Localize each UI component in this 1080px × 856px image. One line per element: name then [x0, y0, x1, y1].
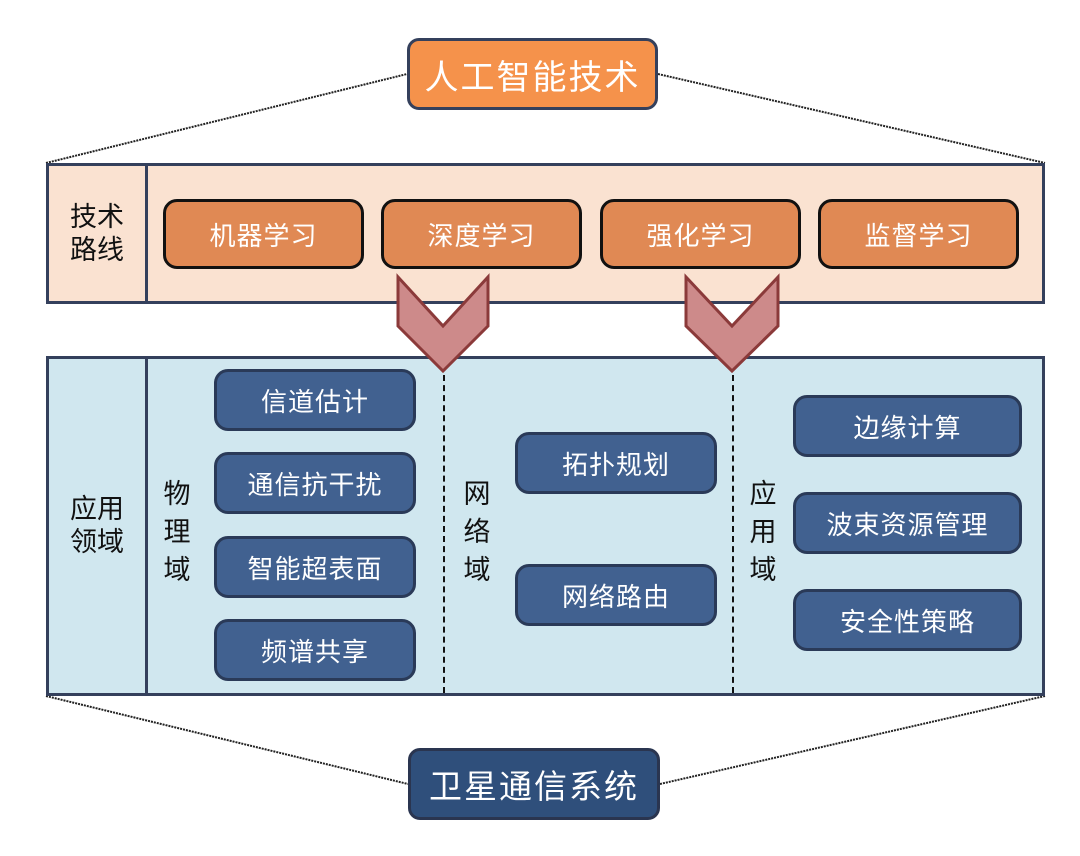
- label-char: 络: [463, 517, 491, 548]
- tech-item-reinforcement-learning[interactable]: 强化学习: [600, 199, 801, 269]
- item-edge-computing[interactable]: 边缘计算: [793, 395, 1022, 457]
- ai-technology-box[interactable]: 人工智能技术: [407, 38, 658, 110]
- physical-domain-label: 物 理 域: [162, 476, 192, 590]
- bottom-left-connector: [45, 695, 409, 785]
- label-char: 网: [463, 479, 491, 510]
- label-char: 理: [163, 517, 191, 548]
- item-label: 信道估计: [260, 387, 369, 418]
- top-left-connector: [45, 73, 408, 164]
- item-anti-jamming[interactable]: 通信抗干扰: [214, 452, 416, 514]
- item-label: 拓扑规划: [561, 450, 670, 481]
- label-char: 域: [749, 555, 777, 586]
- label-char: 用: [749, 517, 777, 548]
- item-label: 网络路由: [561, 582, 670, 613]
- tech-route-label-line1: 技术: [70, 201, 124, 233]
- application-domain-sublabel: 应 用 域: [748, 476, 778, 590]
- app-panel-divider: [145, 359, 148, 693]
- satellite-communication-box[interactable]: 卫星通信系统: [408, 748, 660, 820]
- item-label: 边缘计算: [853, 413, 962, 444]
- item-label: 安全性策略: [839, 607, 975, 638]
- tech-route-label-line2: 路线: [70, 234, 124, 266]
- ai-technology-title: 人工智能技术: [424, 57, 641, 98]
- label-char: 域: [463, 555, 491, 586]
- satellite-communication-title: 卫星通信系统: [429, 767, 639, 806]
- tech-route-label: 技术 路线: [49, 166, 145, 301]
- network-domain-label: 网 络 域: [462, 476, 492, 590]
- domain-separator-2: [732, 375, 734, 693]
- item-security-strategy[interactable]: 安全性策略: [793, 589, 1022, 651]
- label-char: 应: [749, 479, 777, 510]
- item-spectrum-sharing[interactable]: 频谱共享: [214, 619, 416, 681]
- tech-item-label: 深度学习: [427, 221, 536, 252]
- app-label-line2: 领域: [70, 527, 124, 558]
- top-right-connector: [657, 73, 1046, 164]
- item-topology-planning[interactable]: 拓扑规划: [515, 432, 717, 494]
- item-label: 智能超表面: [247, 554, 383, 585]
- domain-separator-1: [443, 375, 445, 693]
- item-label: 波束资源管理: [826, 510, 989, 541]
- tech-item-label: 机器学习: [209, 221, 318, 252]
- item-label: 通信抗干扰: [247, 470, 383, 501]
- tech-item-deep-learning[interactable]: 深度学习: [381, 199, 582, 269]
- label-char: 域: [163, 555, 191, 586]
- item-channel-estimation[interactable]: 信道估计: [214, 369, 416, 431]
- item-label: 频谱共享: [260, 637, 369, 668]
- item-network-routing[interactable]: 网络路由: [515, 564, 717, 626]
- app-label-line1: 应用: [70, 494, 124, 525]
- label-char: 物: [163, 479, 191, 510]
- item-intelligent-metasurface[interactable]: 智能超表面: [214, 536, 416, 598]
- item-beam-resource-management[interactable]: 波束资源管理: [793, 492, 1022, 554]
- tech-panel-divider: [145, 166, 148, 301]
- bottom-right-connector: [659, 695, 1046, 785]
- tech-item-label: 强化学习: [646, 221, 755, 252]
- tech-item-supervised-learning[interactable]: 监督学习: [818, 199, 1019, 269]
- application-domain-label: 应用 领域: [49, 359, 145, 693]
- tech-item-label: 监督学习: [864, 221, 973, 252]
- tech-item-machine-learning[interactable]: 机器学习: [163, 199, 364, 269]
